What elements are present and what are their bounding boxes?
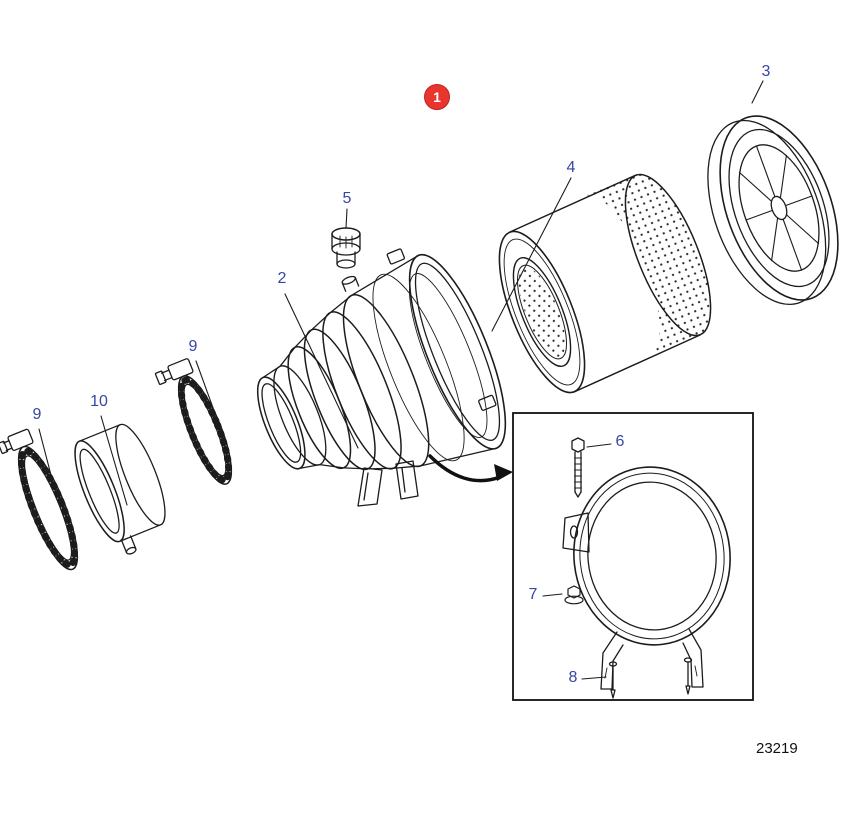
leader-3 [751, 80, 764, 104]
mounting-bracket-ring [573, 466, 731, 646]
bracket-feet [600, 628, 704, 690]
filter-element [498, 173, 712, 394]
part-label-7: 7 [529, 586, 538, 603]
inset-frame [512, 412, 754, 701]
sleeve-nipple [120, 535, 137, 555]
part-label-8: 8 [569, 669, 578, 686]
assembly-callout-number: 1 [433, 89, 441, 105]
clamp-screw [0, 428, 34, 455]
tab-hole [569, 525, 579, 539]
side-latch [478, 394, 497, 411]
top-latch [386, 248, 405, 265]
leader-6 [586, 443, 612, 448]
bracket-bolt [571, 437, 585, 498]
part-label-9-left: 9 [33, 406, 42, 423]
part-label-6: 6 [616, 433, 625, 450]
leader-9-mid [195, 360, 225, 439]
inner-perforation [518, 267, 566, 357]
housing-feet [357, 460, 419, 507]
filter-housing [256, 248, 507, 471]
end-cover [707, 115, 839, 306]
hose-sleeve [74, 423, 166, 555]
bracket-screw-left [608, 661, 618, 699]
part-label-2: 2 [278, 270, 287, 287]
leader-8 [581, 676, 607, 680]
detail-pointer-arrow [428, 454, 513, 483]
part-label-3: 3 [762, 63, 771, 80]
leader-9-left [38, 428, 58, 499]
part-label-4: 4 [567, 159, 576, 176]
part-label-5: 5 [343, 190, 352, 207]
hose-clamp-left [0, 428, 79, 571]
leader-4 [491, 177, 572, 332]
leader-2 [284, 293, 359, 449]
clamp-screw [154, 358, 194, 386]
cap [331, 227, 361, 269]
part-label-10: 10 [90, 393, 108, 410]
hose-clamp-mid [154, 358, 233, 485]
bracket-nut [564, 585, 584, 605]
part-labels: 3 4 5 2 9 10 9 6 7 8 [33, 63, 771, 686]
leader-lines [38, 80, 764, 680]
leader-5 [345, 208, 348, 229]
leader-10 [100, 415, 128, 506]
bracket-screw-right [683, 657, 693, 695]
inset-detail [512, 412, 754, 701]
perforation-band [585, 174, 711, 356]
assembly-callout-badge: 1 [424, 84, 450, 110]
drawing-number: 23219 [756, 740, 798, 757]
leader-7 [542, 593, 563, 597]
cap-port [341, 275, 360, 292]
part-label-9-mid: 9 [189, 338, 198, 355]
